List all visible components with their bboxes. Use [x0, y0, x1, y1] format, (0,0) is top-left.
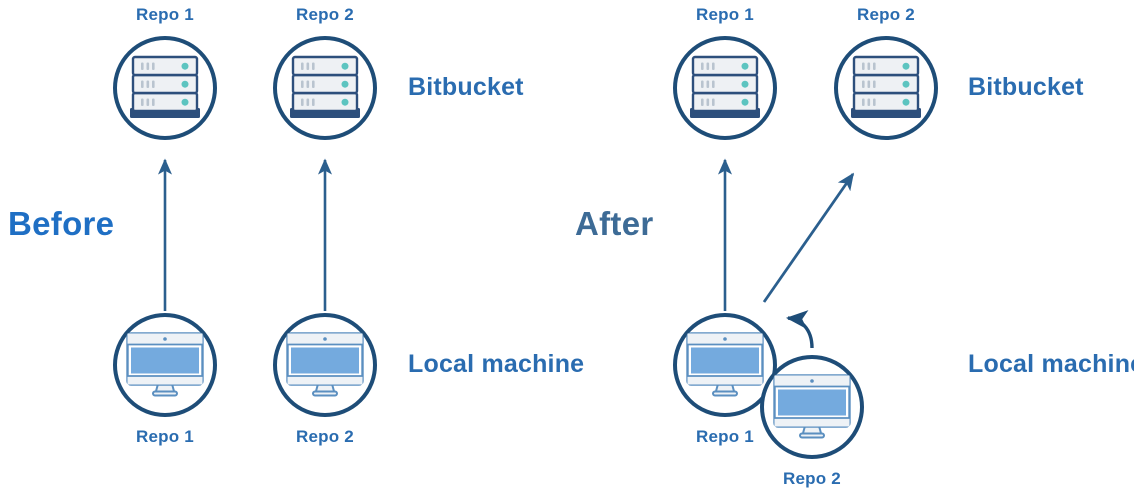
row-label-before-local-machine: Local machine	[408, 350, 585, 378]
connector-after-curved	[785, 310, 814, 349]
node-before-remote-repo-2[interactable]	[273, 36, 377, 140]
label-after-local-repo-1: Repo 1	[696, 427, 754, 446]
label-before-remote-repo-1: Repo 1	[136, 5, 194, 24]
panel-after	[673, 36, 938, 459]
row-label-after-local-machine: Local machine	[968, 350, 1134, 378]
node-after-remote-repo-1[interactable]	[673, 36, 777, 140]
node-before-local-repo-2[interactable]	[273, 313, 377, 417]
label-before-local-repo-1: Repo 1	[136, 427, 194, 446]
server-icon	[689, 55, 761, 120]
node-after-local-repo-1[interactable]	[673, 313, 777, 417]
panel-before	[113, 36, 377, 417]
node-before-remote-repo-1[interactable]	[113, 36, 217, 140]
phase-label-after: After	[575, 205, 654, 242]
node-after-remote-repo-2[interactable]	[834, 36, 938, 140]
server-icon	[289, 55, 361, 120]
label-after-local-repo-2: Repo 2	[783, 469, 841, 488]
node-before-local-repo-1[interactable]	[113, 313, 217, 417]
label-after-remote-repo-1: Repo 1	[696, 5, 754, 24]
label-after-remote-repo-2: Repo 2	[857, 5, 915, 24]
label-before-local-repo-2: Repo 2	[296, 427, 354, 446]
row-label-after-bitbucket: Bitbucket	[968, 73, 1084, 101]
phase-label-before: Before	[8, 205, 115, 242]
row-label-before-bitbucket: Bitbucket	[408, 73, 524, 101]
connector-after-repo2-diagonal	[762, 172, 855, 303]
node-after-local-repo-2[interactable]	[760, 355, 864, 459]
server-icon	[129, 55, 201, 120]
label-before-remote-repo-2: Repo 2	[296, 5, 354, 24]
server-icon	[850, 55, 922, 120]
